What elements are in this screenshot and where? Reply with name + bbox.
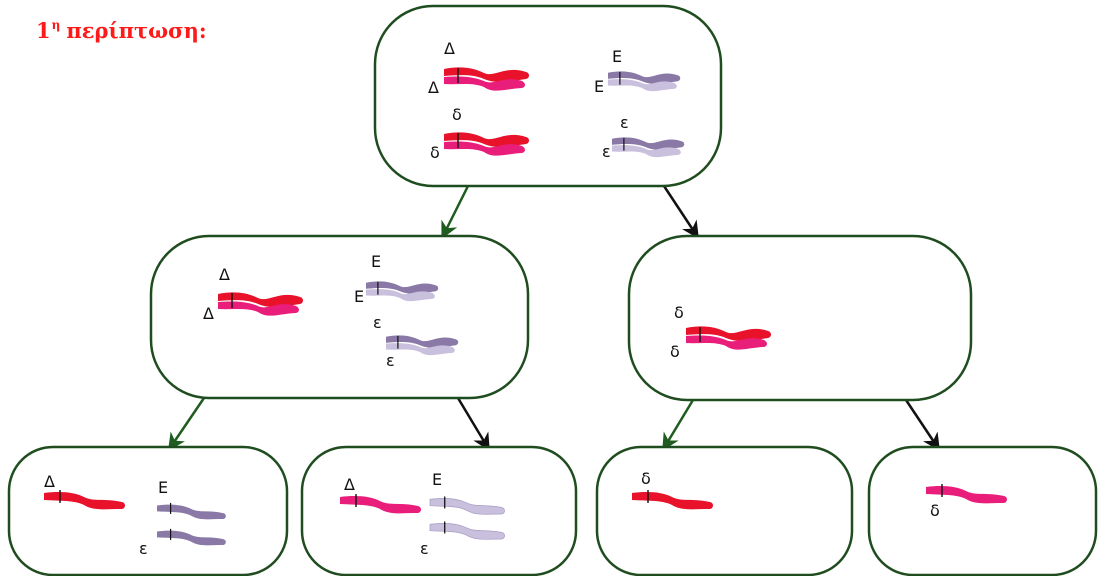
label-e-upper-2: Ε [594,77,604,96]
gamete-4-border [867,445,1098,576]
chromosome-pair-e-upper [608,71,681,92]
label-d: Δ [44,472,55,491]
chromosome-pair-d [686,326,771,350]
heading-text: περίπτωση: [66,18,207,43]
label-d-upper-2: Δ [428,78,439,97]
label-e-upper-1: Ε [371,252,381,271]
chromosome-d-pink [926,484,1007,504]
heading-superscript: η [51,18,61,32]
label-e-lower-2: ε [386,351,395,370]
chromosome-e-top [157,502,226,520]
gamete-1: Δ Ε ε [7,445,289,576]
chromosome-d-red [44,490,125,510]
label-d: Δ [344,475,355,494]
label-e-lower-1: ε [620,113,629,132]
label-d-upper-1: Δ [444,39,455,58]
gamete-2: Δ Ε ε [300,445,578,576]
gamete-2-border [300,445,578,576]
arrow-parent-to-right [662,185,699,239]
chromosome-pair-d [218,292,303,316]
label-d-lower-1: δ [674,303,684,322]
gamete-3: δ [595,445,854,576]
arrow-left-to-gamete1 [168,397,206,451]
label-e-top: Ε [432,470,442,489]
parent-cell-border [373,4,723,188]
meiosis1-right-cell-border [627,234,973,402]
meiosis1-left-cell-border [149,234,530,400]
label-e-lower-2: ε [602,142,611,161]
gamete-4: δ [867,445,1098,576]
chromosome-pair-e-upper [366,281,439,302]
label-d: δ [641,469,651,488]
label-d-lower-2: δ [430,143,440,162]
chromosome-d-red [632,490,713,510]
meiosis1-left-cell: Δ Δ Ε Ε ε ε [149,234,530,400]
arrow-parent-to-left [441,185,470,240]
label-e-bottom: ε [139,539,148,558]
chromosome-pair-e-lower [386,335,459,356]
gamete-1-border [7,445,289,576]
label-d-upper-1: Δ [219,265,230,284]
arrow-right-to-gamete4 [904,399,940,451]
label-d-lower-2: δ [670,342,680,361]
chromosome-pair-d-upper [444,67,529,91]
arrows [168,185,940,452]
chromosome-e-bottom [429,521,505,540]
chromosome-pair-e-lower [612,137,685,158]
arrow-right-to-gamete3 [662,399,695,451]
chromosome-e-top [429,496,505,515]
gamete-3-border [595,445,854,576]
label-e-top: Ε [158,478,168,497]
label-d-upper-2: Δ [203,304,214,323]
label-d-lower-1: δ [452,105,462,124]
chromosome-d-pink [340,494,421,514]
chromosome-pair-d-lower [444,132,529,156]
label-e-upper-2: Ε [354,287,364,306]
heading-number: 1 [36,18,51,43]
label-d: δ [930,501,940,520]
chromosome-e-bottom [157,528,226,546]
arrow-left-to-gamete2 [456,397,490,452]
page-heading: 1η περίπτωση: [36,18,207,43]
parent-cell: Δ Δ δ δ Ε Ε ε ε [373,4,723,188]
label-e-upper-1: Ε [612,47,622,66]
meiosis1-right-cell: δ δ [627,234,973,402]
label-e-bottom: ε [420,539,429,558]
label-e-lower-1: ε [373,313,382,332]
